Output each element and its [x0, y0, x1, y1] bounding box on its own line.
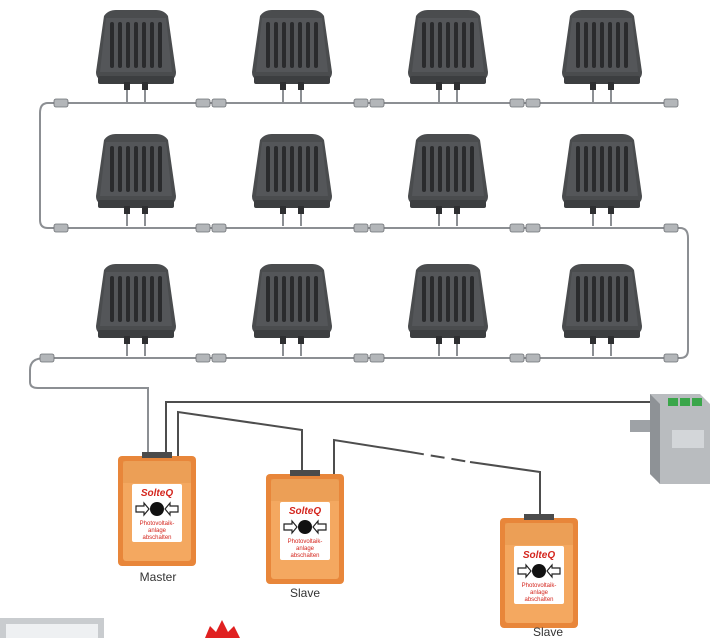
wire-dashed	[409, 451, 471, 463]
warning-flash-icon	[205, 620, 240, 638]
pv-disconnect-module-icon	[407, 263, 489, 357]
pv-disconnect-module-icon	[407, 133, 489, 227]
button-text-line: anlage	[296, 546, 315, 552]
cable-connectors	[39, 98, 679, 363]
button-master: SolteQ Photovoltaik- anlage abschalten	[117, 451, 197, 567]
button-text-line: abschalten	[524, 597, 553, 603]
wire-slave1-slave2-a	[333, 438, 411, 474]
button-text-line: anlage	[530, 590, 549, 596]
cable-loop-left	[39, 102, 49, 229]
button-brand: SolteQ	[523, 550, 555, 561]
monitor-icon	[0, 618, 104, 638]
button-text-line: abschalten	[290, 553, 319, 559]
wire-psu	[165, 401, 650, 456]
pv-disconnect-module-icon	[251, 9, 333, 103]
caption-master: Master	[140, 570, 177, 584]
pv-disconnect-module-icon	[95, 133, 177, 227]
pv-disconnect-module-icon	[251, 263, 333, 357]
button-brand: SolteQ	[289, 506, 321, 517]
button-text-line: Photovoltaik-	[522, 583, 557, 589]
din-rail-power-supply-icon	[630, 394, 710, 484]
module-row-middle	[95, 133, 643, 227]
wire-slave1-slave2-b	[469, 461, 541, 520]
wire-master-slave1	[177, 410, 303, 474]
button-slave-2: SolteQ Photovoltaik- anlage abschalten	[499, 513, 579, 629]
button-slave-1: SolteQ Photovoltaik- anlage abschalten	[265, 469, 345, 585]
button-text-line: Photovoltaik-	[140, 521, 175, 527]
pv-disconnect-module-icon	[95, 263, 177, 357]
button-text-line: anlage	[148, 528, 167, 534]
caption-slave-2: Slave	[533, 625, 563, 638]
cable-loop-right	[679, 227, 689, 359]
button-text-line: abschalten	[142, 535, 171, 541]
module-row-top	[95, 9, 643, 103]
pv-disconnect-module-icon	[251, 133, 333, 227]
button-brand: SolteQ	[141, 488, 173, 499]
pv-disconnect-module-icon	[407, 9, 489, 103]
pv-disconnect-module-icon	[561, 263, 643, 357]
pv-disconnect-module-icon	[561, 133, 643, 227]
control-wiring	[165, 401, 650, 520]
button-text-line: Photovoltaik-	[288, 539, 323, 545]
cable-drop-master	[29, 357, 149, 456]
module-row-bottom	[95, 263, 643, 357]
pv-disconnect-module-icon	[95, 9, 177, 103]
caption-slave-1: Slave	[290, 586, 320, 600]
pv-disconnect-module-icon	[561, 9, 643, 103]
